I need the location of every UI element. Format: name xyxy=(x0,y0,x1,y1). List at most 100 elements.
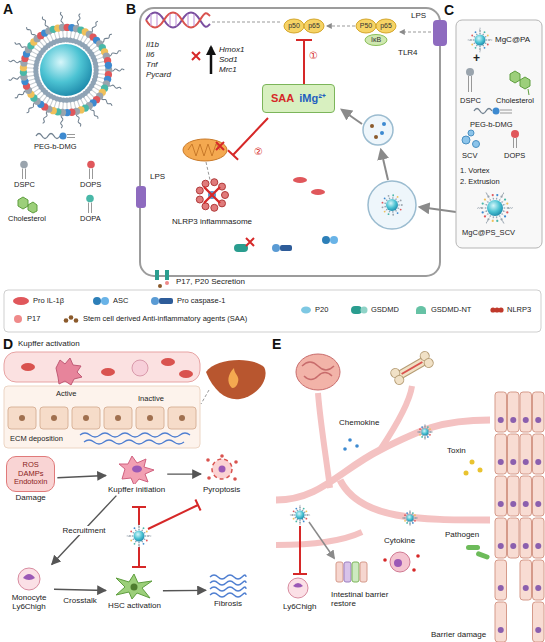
nanoparticle xyxy=(402,510,418,526)
cell-icon-part xyxy=(212,459,232,479)
legend-text: DSPC xyxy=(14,181,35,189)
dna-helix-part xyxy=(146,13,210,28)
lipid-head xyxy=(392,211,394,213)
legend-symbol-part xyxy=(416,306,426,314)
peg-chain xyxy=(111,69,125,71)
legend-item: Pro caspase-1 xyxy=(150,296,225,306)
liver-sinusoid-part xyxy=(84,440,184,444)
legend-symbol xyxy=(12,314,24,324)
chemokine-dots xyxy=(343,438,359,451)
cytosol-proteins-part xyxy=(272,244,280,252)
lipid-icons-part xyxy=(511,130,519,138)
lipid-head xyxy=(504,198,506,200)
chemokine-dots-part xyxy=(348,438,352,442)
peg-chain xyxy=(60,12,63,25)
legend-symbol xyxy=(85,160,97,180)
edge-label: Crosstalk xyxy=(61,596,98,605)
nanoparticle xyxy=(382,194,403,215)
legend-text: Stem cell derived Anti-inflammatory agen… xyxy=(83,315,247,323)
agent-label: Cytokine xyxy=(383,536,416,545)
inhibit-lines-d xyxy=(132,500,201,568)
cell-icon-part xyxy=(132,466,142,473)
epithelial-cell xyxy=(508,518,520,558)
cell-icon-part xyxy=(210,581,246,585)
lipid-head xyxy=(389,211,391,213)
edge-label: Recruitment xyxy=(60,526,107,535)
lipid-head xyxy=(473,39,475,41)
legend-symbol xyxy=(16,194,38,214)
gut-icon-part xyxy=(296,354,340,390)
endosome-part xyxy=(382,122,386,126)
legend-item: P17 xyxy=(12,314,40,324)
cell-nucleus xyxy=(523,543,529,549)
cell-icon-part xyxy=(207,476,211,480)
toxin-dots-part xyxy=(470,460,475,465)
inhibit-cross-part xyxy=(192,52,200,60)
peg-chain xyxy=(101,34,112,42)
lipid-head xyxy=(295,508,297,510)
peg-chain xyxy=(502,220,504,224)
cytosol-proteins-part xyxy=(293,177,307,183)
liver-sinusoid-part xyxy=(104,407,132,429)
component-label: DSPC xyxy=(460,97,481,106)
lipid-head xyxy=(138,544,140,546)
legend-symbol-part xyxy=(18,197,37,213)
agent-box: SAAiMg²⁺ xyxy=(262,84,335,113)
lipid-head xyxy=(475,31,477,33)
legend-text: NLRP3 xyxy=(507,306,531,314)
legend-symbol-part xyxy=(93,297,101,305)
lipid-head xyxy=(292,514,294,516)
liver-sinusoid-part xyxy=(132,360,148,376)
cell-icon xyxy=(117,454,157,484)
legend-box-part xyxy=(4,290,541,332)
lipid-head xyxy=(304,514,306,516)
lipid-icons-part xyxy=(473,141,480,148)
particle-core xyxy=(487,200,503,216)
legend-symbol xyxy=(84,194,96,214)
agent-label: Pathogen xyxy=(444,530,480,539)
panel-b-cell xyxy=(140,8,440,276)
cell-nucleus xyxy=(498,627,504,633)
epithelial-cell xyxy=(520,560,532,600)
panel-letter: B xyxy=(126,1,136,17)
lipid-head xyxy=(488,39,490,41)
lipid-head xyxy=(143,543,145,545)
macrophage-part xyxy=(383,558,387,562)
lipid-head xyxy=(397,201,399,203)
lipid-head xyxy=(392,214,394,216)
legend-symbol-part xyxy=(69,315,74,320)
cell-nucleus xyxy=(523,459,529,465)
peg-chain xyxy=(9,60,22,63)
nfkb-complex-part xyxy=(376,19,396,33)
lipid-head xyxy=(429,434,431,436)
lipid-head xyxy=(129,535,131,537)
legend-box xyxy=(4,290,541,332)
pathogen-rods-part xyxy=(475,551,490,560)
legend-symbol-part xyxy=(36,134,60,139)
epithelial-cell xyxy=(533,392,545,432)
cell-node: Monocyte Ly6Chigh xyxy=(6,566,52,611)
cytosol-proteins-part xyxy=(158,284,162,288)
lipid-head xyxy=(484,47,486,49)
cell-icon-part xyxy=(220,454,224,458)
lipid-head xyxy=(144,538,146,540)
nanoparticle xyxy=(417,424,433,440)
cytosol-proteins-part xyxy=(280,245,292,251)
legend-symbol-part xyxy=(101,297,109,305)
legend-symbol xyxy=(414,305,428,315)
cell-node: Kupffer initiation xyxy=(108,454,165,494)
lipid-head xyxy=(412,522,414,524)
peg-chain xyxy=(101,97,112,105)
lipid-head xyxy=(492,220,494,222)
lipid-head xyxy=(485,204,487,206)
lipid-head xyxy=(476,34,478,36)
nanoparticle xyxy=(468,28,493,53)
lipid-head xyxy=(133,538,135,540)
lipid-head xyxy=(147,535,149,537)
lipid-head xyxy=(138,526,140,528)
lipid-head xyxy=(403,517,405,519)
particle-core xyxy=(475,35,486,46)
legend-text: P17 xyxy=(27,315,40,323)
liver-icon-part xyxy=(201,390,209,404)
